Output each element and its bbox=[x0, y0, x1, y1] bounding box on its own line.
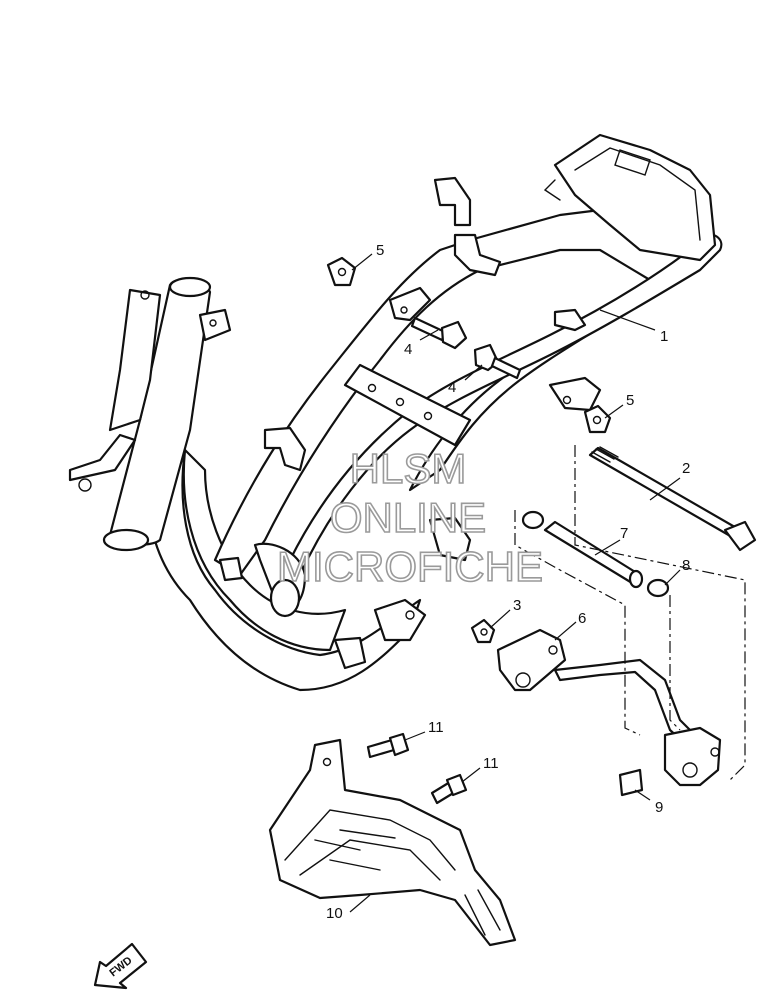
nut-5-upper bbox=[326, 256, 357, 287]
callout-8: 8 bbox=[682, 557, 690, 574]
callout-4-lower: 4 bbox=[448, 379, 456, 396]
frame-front-gusset bbox=[108, 288, 162, 432]
engine-guard-cover bbox=[268, 738, 517, 947]
frame-tab-mid bbox=[553, 308, 587, 332]
collar-left bbox=[521, 510, 545, 530]
stand-bracket bbox=[496, 628, 722, 787]
bolt-4-lower bbox=[473, 343, 522, 380]
frame-engine-mount bbox=[68, 433, 137, 482]
frame-tab-left-lower bbox=[263, 426, 307, 472]
frame-tab-center bbox=[428, 516, 472, 562]
bolt-11-lower bbox=[430, 773, 468, 805]
callout-9: 9 bbox=[655, 799, 663, 816]
callout-4-upper: 4 bbox=[404, 341, 412, 358]
frame-tab-bottom bbox=[333, 636, 367, 670]
damper-9 bbox=[618, 768, 644, 797]
bolt-4-upper bbox=[410, 316, 468, 350]
callout-11-upper: 11 bbox=[428, 719, 444, 736]
assembly-lines bbox=[514, 445, 746, 781]
fwd-arrow-icon bbox=[93, 942, 148, 990]
frame-rear-bracket bbox=[553, 133, 717, 262]
watermark-line-2: ONLINE bbox=[330, 494, 486, 541]
leader-lines bbox=[349, 253, 681, 913]
watermark-line-3: MICROFICHE bbox=[277, 543, 543, 590]
spacer-shaft bbox=[543, 520, 644, 589]
frame-tab-bottom-right bbox=[373, 598, 427, 642]
callout-7: 7 bbox=[620, 525, 628, 542]
watermark-line-1: HLSM bbox=[350, 445, 467, 492]
frame-tab-left-bottom bbox=[218, 556, 244, 582]
frame-tab-upper bbox=[453, 233, 502, 277]
callout-3: 3 bbox=[513, 597, 521, 614]
frame-tab-upper-left bbox=[388, 286, 432, 322]
frame-cross-plate bbox=[343, 363, 472, 447]
fwd-arrow: FWD bbox=[93, 942, 148, 990]
frame-assembly bbox=[68, 133, 723, 692]
collar-8 bbox=[646, 578, 670, 598]
callout-5-lower: 5 bbox=[626, 392, 634, 409]
callout-11-lower: 11 bbox=[483, 755, 499, 772]
callout-1: 1 bbox=[660, 328, 668, 345]
bolt-11-upper bbox=[366, 732, 410, 759]
callout-numbers: 1 2 3 4 4 5 5 6 7 8 9 10 11 11 bbox=[326, 242, 690, 922]
long-bolt bbox=[588, 446, 757, 552]
frame-tab-top bbox=[433, 176, 472, 227]
watermark: HLSM ONLINE MICROFICHE bbox=[276, 444, 544, 591]
callout-6: 6 bbox=[578, 610, 586, 627]
callout-10: 10 bbox=[326, 905, 343, 922]
frame-tab-right bbox=[548, 376, 602, 412]
callout-5-upper: 5 bbox=[376, 242, 384, 259]
nut-5-lower bbox=[583, 404, 612, 434]
callout-2: 2 bbox=[682, 460, 690, 477]
nut-3 bbox=[470, 618, 496, 644]
